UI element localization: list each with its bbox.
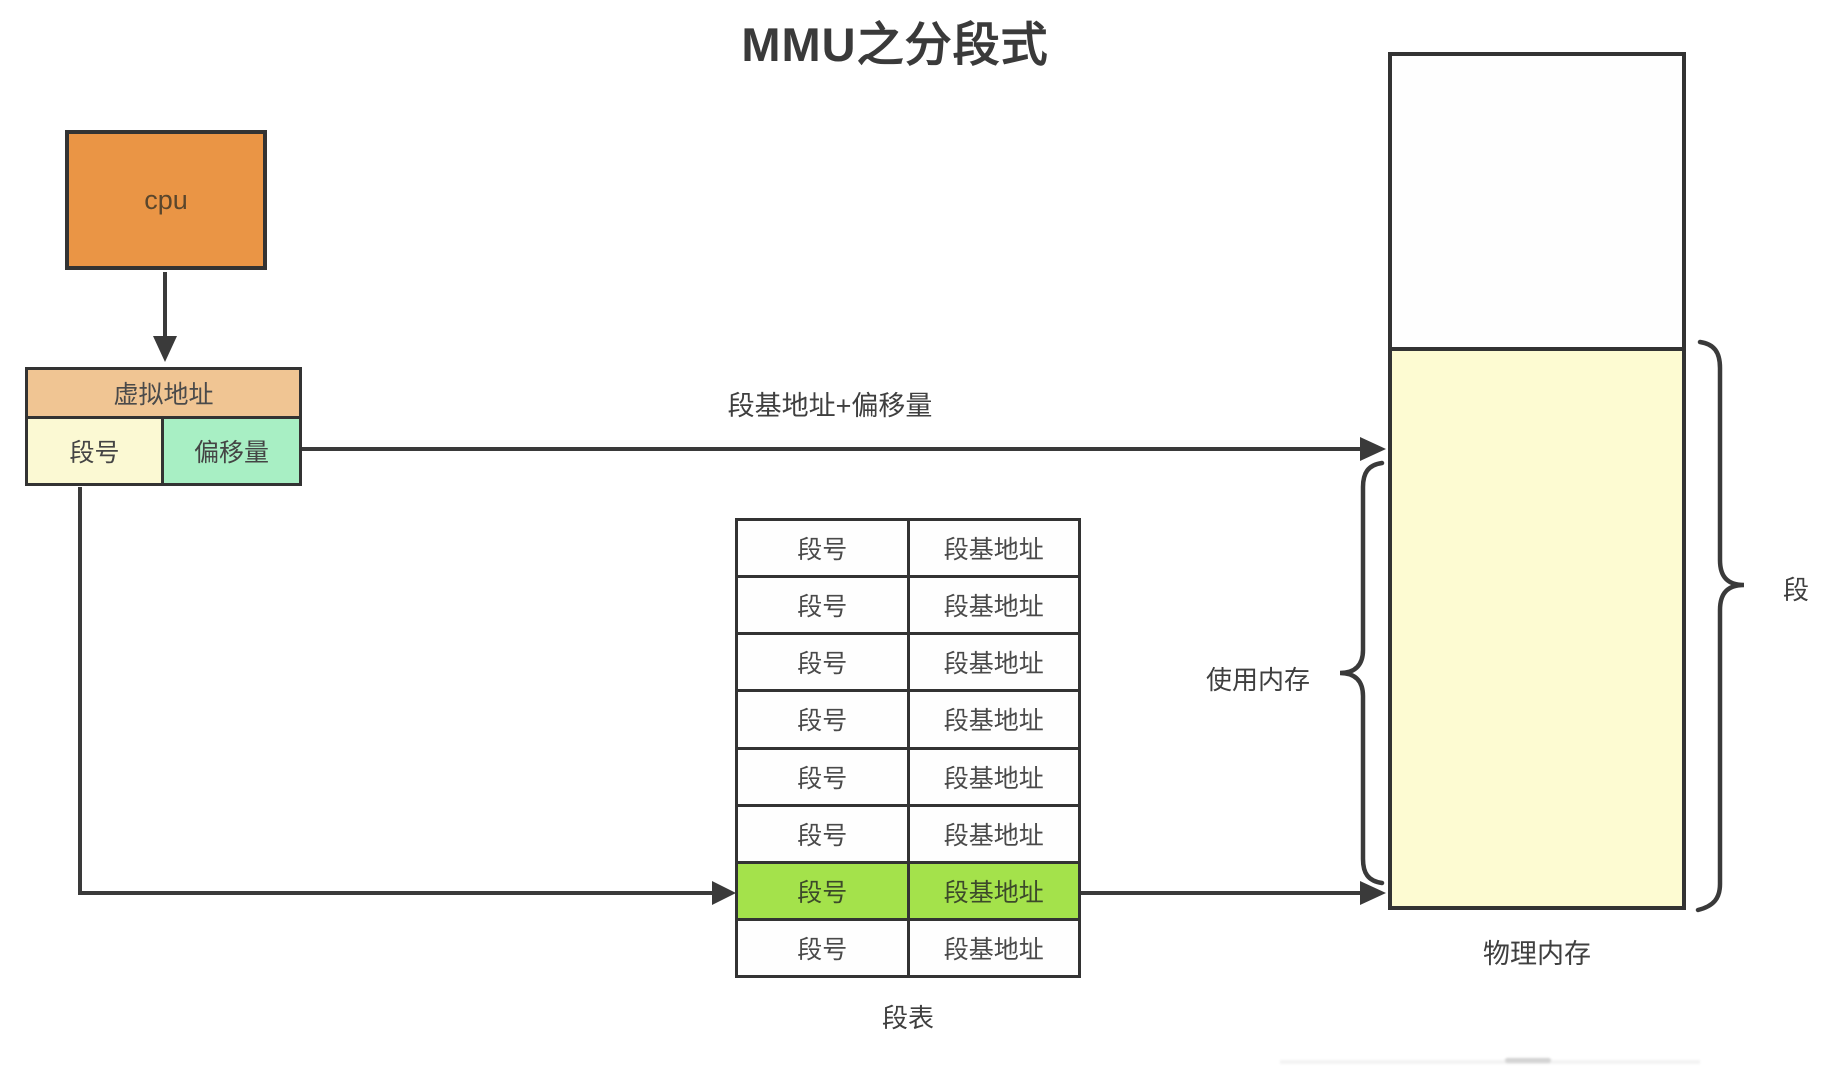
virtual-address-box: 虚拟地址 段号 偏移量 [25, 367, 302, 486]
cpu-box: cpu [65, 130, 267, 270]
segment-table: 段号段基地址段号段基地址段号段基地址段号段基地址段号段基地址段号段基地址段号段基… [735, 518, 1081, 978]
arrowhead-down-icon [153, 336, 177, 362]
base-plus-offset-label: 段基地址+偏移量 [727, 391, 933, 421]
watermark-smudge [1505, 1058, 1551, 1063]
table-cell-segment-base: 段基地址 [909, 635, 1078, 690]
segment-number-cell: 段号 [25, 416, 164, 486]
table-cell-segment-base: 段基地址 [909, 863, 1078, 918]
table-cell-segment-base: 段基地址 [909, 749, 1078, 804]
table-cell-segment-number: 段号 [738, 863, 907, 918]
physical-memory-box [1388, 52, 1686, 910]
segment-label: 段 [1783, 575, 1810, 605]
table-cell-segment-number: 段号 [738, 920, 907, 975]
physical-memory-label: 物理内存 [1483, 939, 1591, 969]
table-cell-segment-base: 段基地址 [909, 806, 1078, 861]
table-cell-segment-base: 段基地址 [909, 521, 1078, 576]
table-cell-segment-base: 段基地址 [909, 578, 1078, 633]
table-cell-segment-base: 段基地址 [909, 692, 1078, 747]
virtual-address-header: 虚拟地址 [25, 367, 302, 419]
table-cell-segment-number: 段号 [738, 692, 907, 747]
arrowhead-right-icon [1360, 437, 1386, 461]
table-cell-segment-base: 段基地址 [909, 920, 1078, 975]
connector-segnum-to-table [78, 487, 712, 895]
arrowhead-right-icon [1360, 881, 1386, 905]
table-cell-segment-number: 段号 [738, 635, 907, 690]
table-cell-segment-number: 段号 [738, 749, 907, 804]
used-memory-label: 使用内存 [1205, 665, 1310, 695]
table-cell-segment-number: 段号 [738, 521, 907, 576]
segment-table-caption: 段表 [881, 1003, 934, 1033]
table-cell-segment-number: 段号 [738, 578, 907, 633]
used-memory-brace [1339, 460, 1385, 886]
segment-brace [1695, 339, 1745, 913]
offset-cell: 偏移量 [161, 416, 302, 486]
virtual-address-fields: 段号 偏移量 [25, 416, 302, 486]
arrowhead-right-icon [712, 881, 736, 905]
physical-memory-used-region [1392, 351, 1682, 906]
watermark-smudge [1280, 1060, 1700, 1064]
table-cell-segment-number: 段号 [738, 806, 907, 861]
page-title: MMU之分段式 [741, 18, 1049, 71]
physical-memory-free-region [1392, 56, 1682, 351]
